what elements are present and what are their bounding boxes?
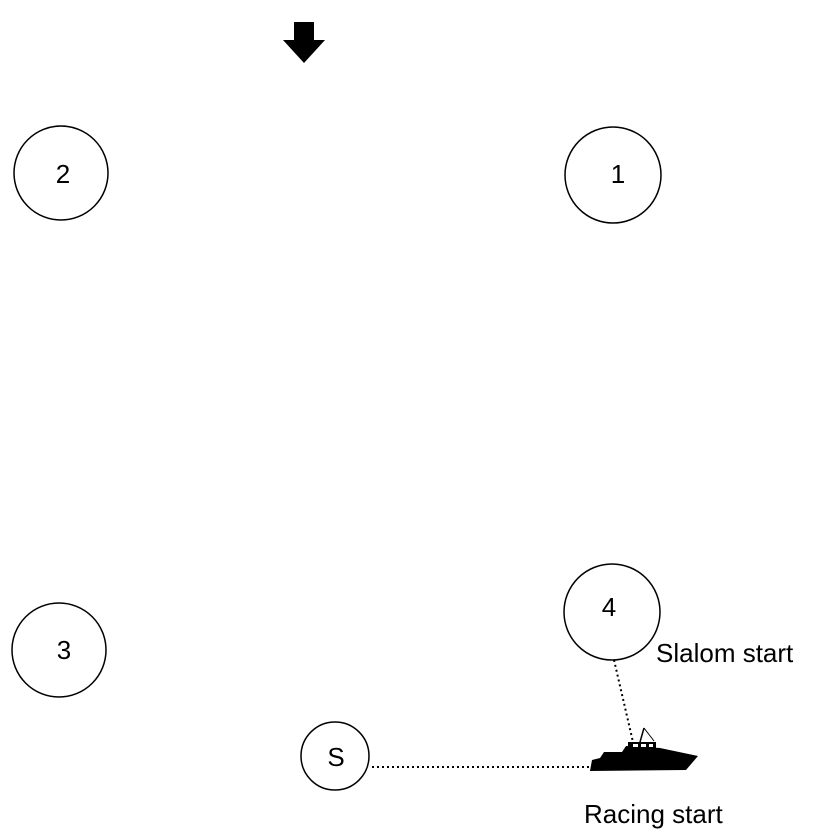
mark-1: 1 bbox=[564, 126, 662, 224]
mark-3: 3 bbox=[11, 602, 107, 698]
wind-arrow-icon bbox=[283, 22, 325, 63]
mark-1-label: 1 bbox=[611, 159, 625, 189]
racing-start-label: Racing start bbox=[584, 799, 723, 829]
mark-4: 4 bbox=[563, 563, 661, 661]
slalom-start-label: Slalom start bbox=[656, 638, 794, 668]
mark-2: 2 bbox=[13, 125, 109, 221]
mark-4-label: 4 bbox=[602, 592, 616, 622]
start-mark-label: S bbox=[327, 742, 344, 772]
motor-boat-icon bbox=[590, 727, 698, 771]
slalom-start-line bbox=[613, 659, 634, 743]
mark-3-label: 3 bbox=[57, 635, 71, 665]
mark-2-label: 2 bbox=[56, 159, 70, 189]
start-mark-s: S bbox=[300, 721, 370, 791]
